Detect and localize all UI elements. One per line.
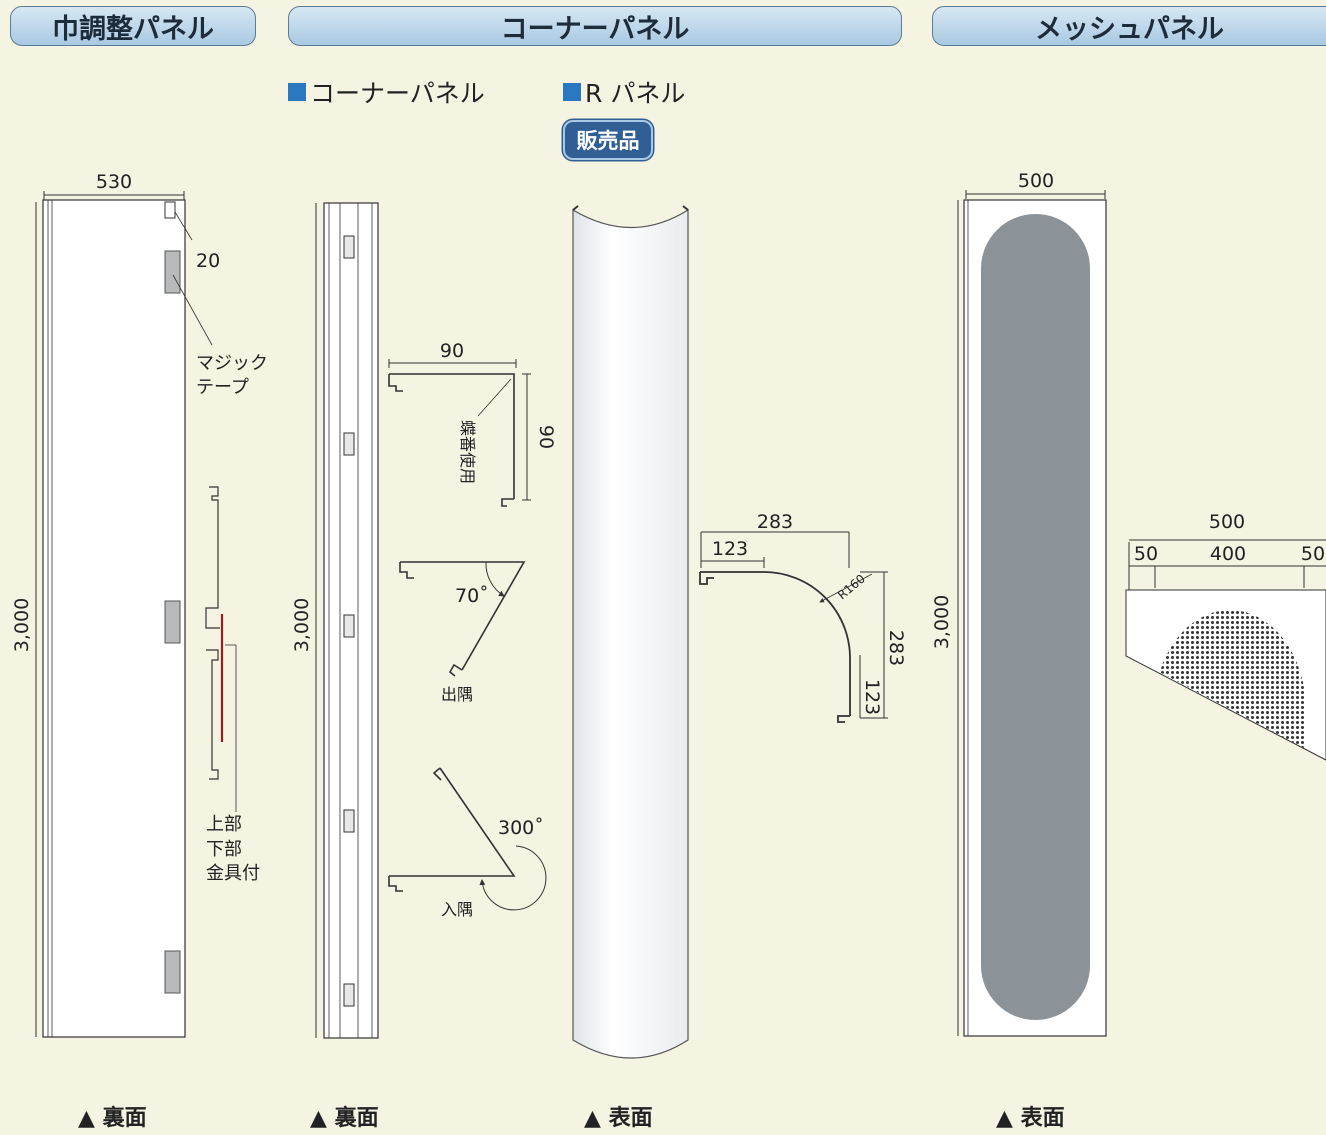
angle-label: 70˚ — [455, 585, 489, 607]
radius-label: R160 — [835, 571, 868, 602]
fitting-profile — [206, 649, 219, 780]
leader-line — [819, 573, 873, 603]
corner-section-outside: 70˚ 出隅 — [399, 561, 526, 704]
r-panel-profile — [699, 571, 851, 723]
detail-left-label: 50 — [1134, 543, 1158, 565]
hinge-plate — [343, 809, 355, 833]
subhead-corner-panel: コーナーパネル — [288, 74, 485, 110]
angle-arc — [479, 845, 547, 911]
caption-corner-panel: ▲ 裏面 — [310, 1106, 379, 1131]
fitting-profile — [209, 486, 219, 600]
velcro-tape-patch — [164, 950, 181, 994]
subhead-label: コーナーパネル — [310, 79, 485, 108]
velcro-tape-patch — [164, 600, 181, 644]
depth-dimension-label: 90 — [535, 425, 557, 449]
header-label: コーナーパネル — [500, 13, 690, 45]
r-panel-drawing: 283 123 R160 283 123 — [572, 205, 907, 1059]
velcro-label-line-2: テープ — [196, 377, 249, 398]
header-mesh-panel: メッシュパネル — [932, 6, 1326, 46]
corner-panel-rear-drawing: 3,000 — [291, 202, 379, 1039]
subhead-label: R パネル — [585, 79, 686, 108]
square-bullet-icon — [288, 83, 306, 101]
hinge-plate — [343, 983, 355, 1007]
offset-dimension-label: 20 — [196, 250, 220, 272]
leader-line — [174, 211, 193, 241]
detail-mid-label: 400 — [1210, 543, 1246, 565]
header-label: メッシュパネル — [1035, 13, 1224, 45]
header-label: 巾調整パネル — [52, 13, 214, 45]
total-depth-label: 283 — [885, 630, 907, 666]
flat-depth-label: 123 — [861, 679, 883, 715]
panel-edge-line — [572, 205, 689, 211]
caption-r-panel: ▲ 表面 — [584, 1106, 653, 1131]
detail-total-label: 500 — [1209, 511, 1245, 533]
header-width-adjust-panel: 巾調整パネル — [10, 6, 256, 46]
height-dimension-label: 3,000 — [11, 598, 33, 652]
height-dimension-label: 3,000 — [931, 595, 953, 649]
corner-profile-300 — [388, 767, 516, 892]
fitting-profile — [205, 600, 220, 629]
inside-corner-label: 入隅 — [441, 900, 473, 919]
hinge-plate — [343, 235, 355, 259]
hinge-label: 蝶番使用 — [458, 420, 477, 484]
velcro-label-line-1: マジック — [196, 353, 268, 374]
leader-line — [477, 378, 512, 417]
mesh-area — [981, 214, 1090, 1020]
corner-profile-90 — [388, 373, 515, 507]
angle-arc — [485, 561, 505, 597]
corner-section-90: 90 90 蝶番使用 — [388, 340, 557, 507]
outside-corner-label: 出隅 — [441, 685, 473, 704]
width-panel-drawing: 530 3,000 20 マジック テープ 上部 下部 金具付 — [11, 171, 268, 1038]
caption-width-panel: ▲ 裏面 — [78, 1106, 147, 1131]
mesh-panel-drawing: 500 3,000 500 50 400 50 — [931, 170, 1326, 1037]
offset-notch — [164, 201, 176, 219]
r-panel-body — [572, 208, 689, 1059]
corner-profile-70 — [399, 561, 526, 677]
fitting-label-line-1: 上部 — [206, 814, 242, 835]
hinge-plate — [343, 614, 355, 638]
width-dimension-label: 530 — [96, 171, 132, 193]
detail-right-label: 50 — [1301, 543, 1325, 565]
header-corner-panel: コーナーパネル — [288, 6, 902, 46]
velcro-tape-patch — [164, 250, 181, 294]
fitting-label-line-2: 下部 — [206, 839, 242, 860]
height-dimension-label: 3,000 — [291, 598, 313, 652]
square-bullet-icon — [563, 83, 581, 101]
corner-section-inside: 300˚ 入隅 — [388, 767, 547, 919]
fitting-label-line-3: 金具付 — [206, 863, 260, 884]
caption-mesh-panel: ▲ 表面 — [996, 1106, 1065, 1131]
flat-width-label: 123 — [712, 538, 748, 560]
hinge-plate — [343, 432, 355, 456]
subhead-r-panel: R パネル — [563, 74, 685, 110]
width-dimension-label: 500 — [1018, 170, 1054, 192]
width-dimension-label: 90 — [440, 340, 464, 362]
leader-line — [172, 274, 213, 346]
for-sale-badge: 販売品 — [563, 120, 653, 160]
total-width-label: 283 — [757, 511, 793, 533]
width-panel-body — [42, 199, 186, 1038]
angle-label: 300˚ — [498, 817, 544, 839]
